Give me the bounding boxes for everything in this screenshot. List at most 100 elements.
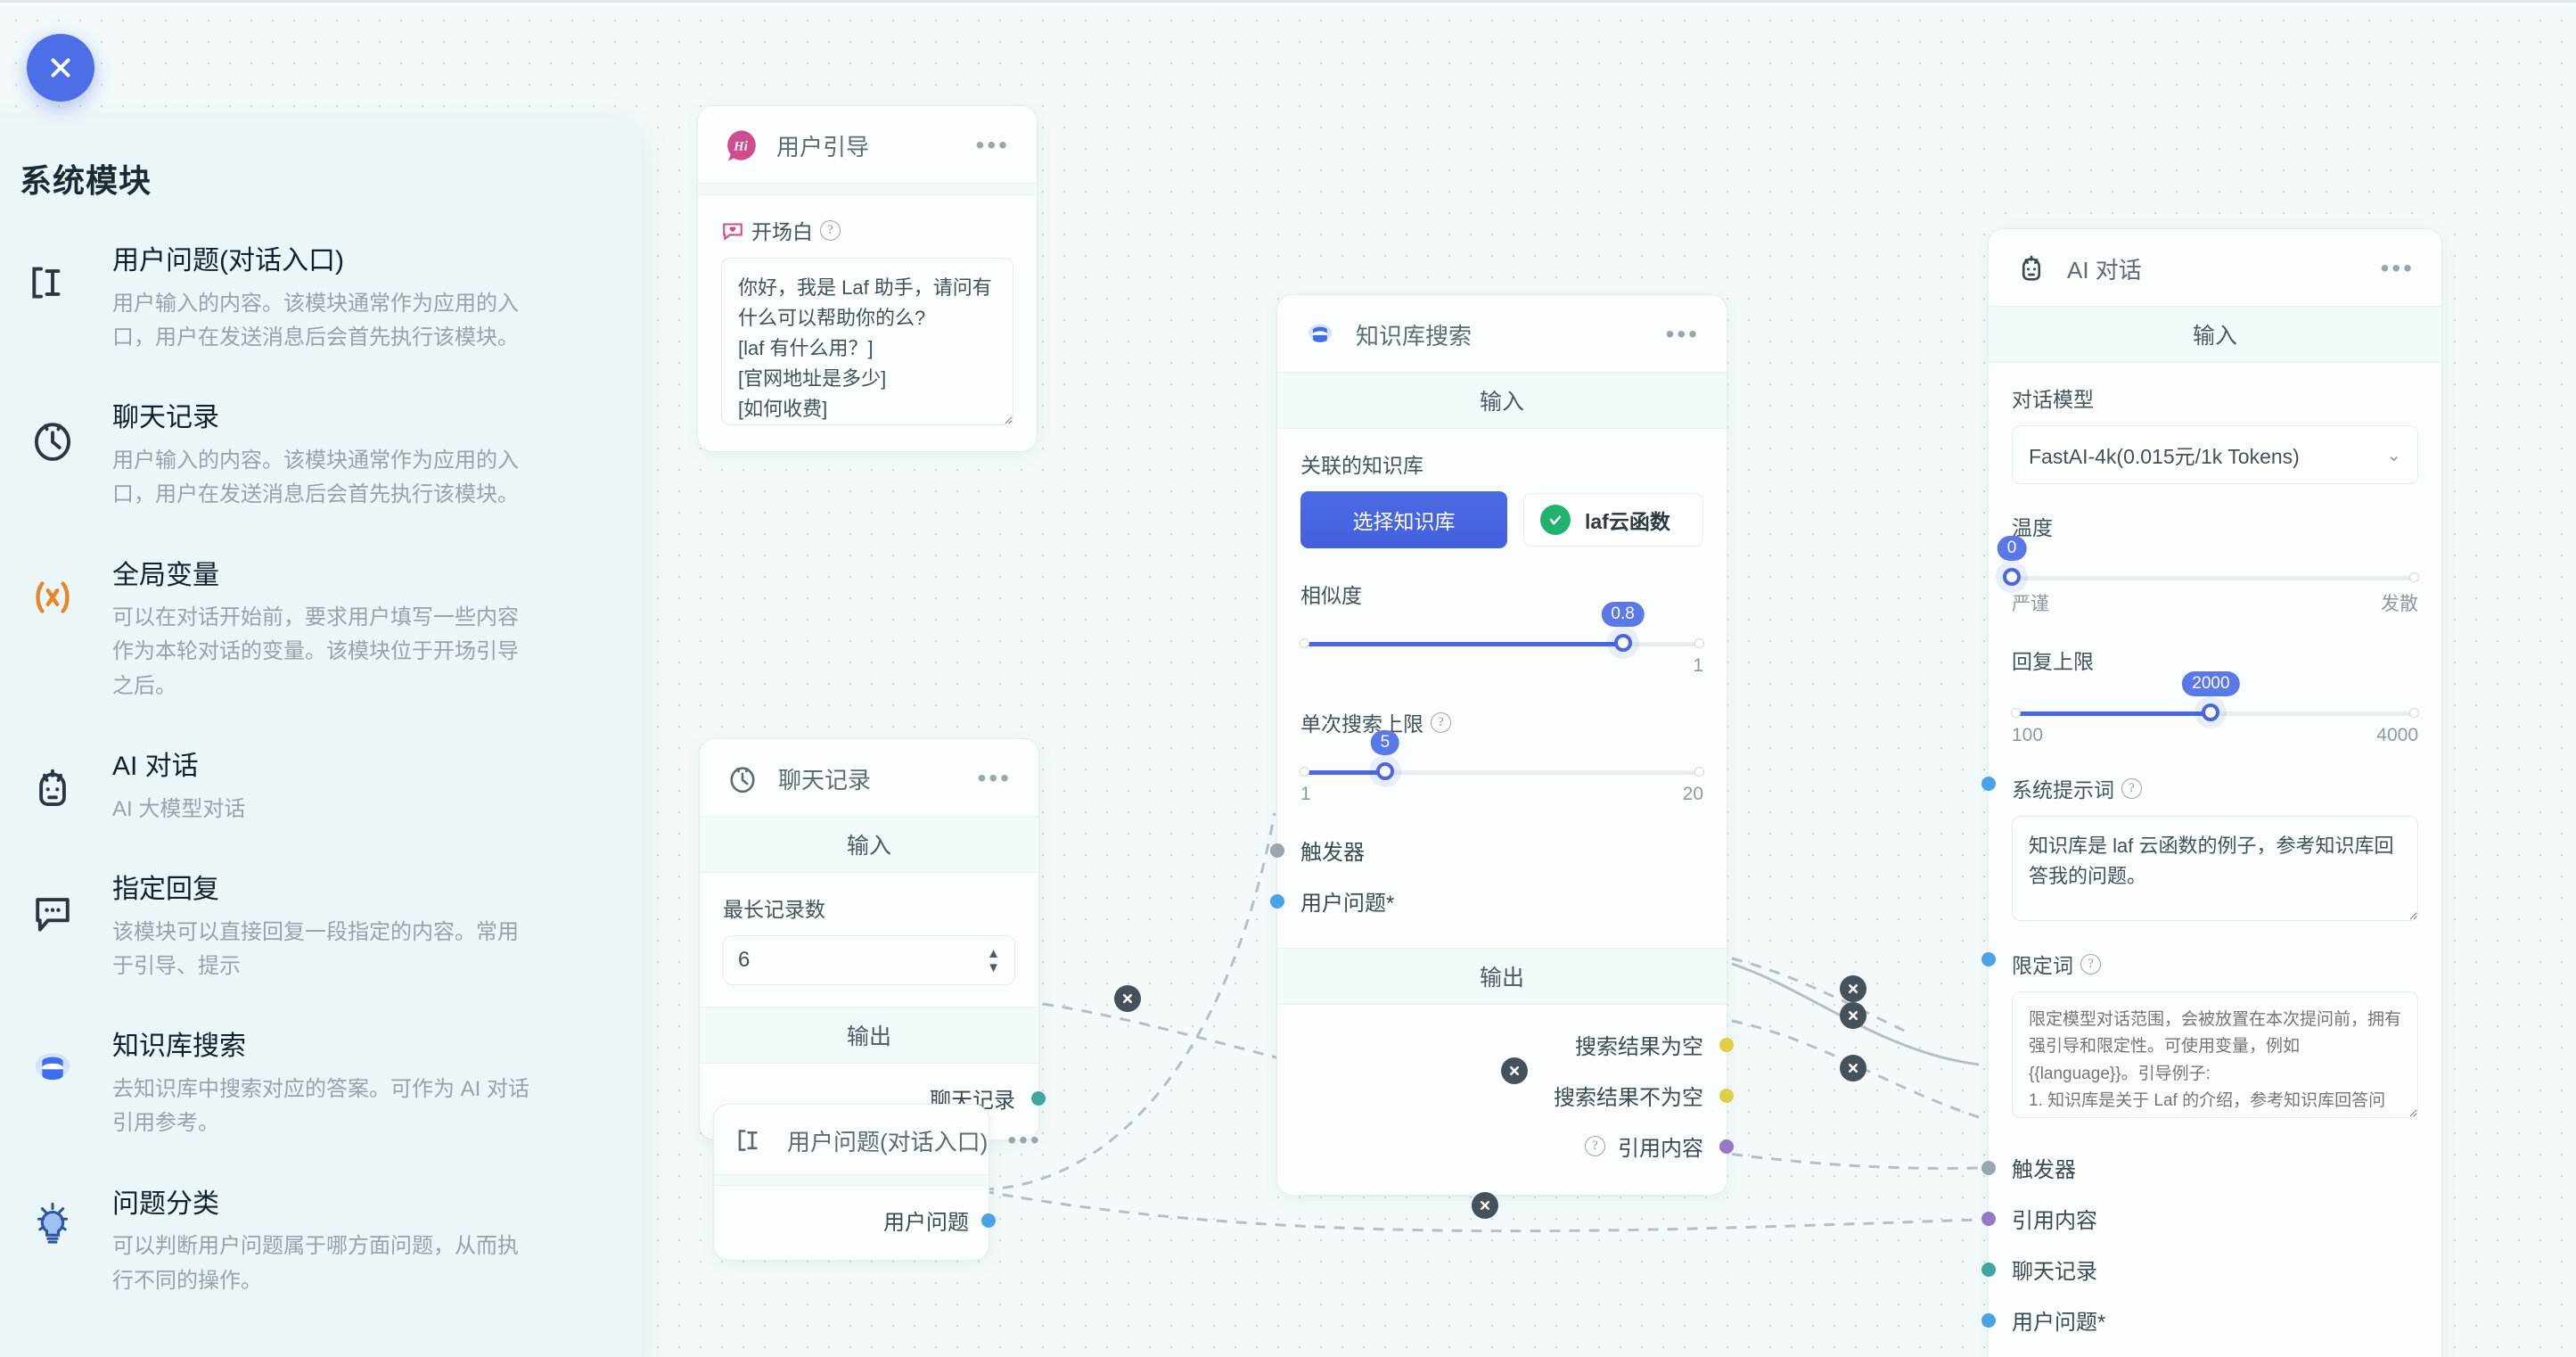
node-header[interactable]: Hi 用户引导 ••• (698, 106, 1037, 183)
port-dot[interactable] (1981, 777, 1996, 791)
node-user-question[interactable]: 用户问题(对话入口) ••• 用户问题 (713, 1104, 1039, 1261)
slider-value-bubble: 0 (1997, 536, 2027, 561)
port-dot[interactable] (1981, 1160, 1996, 1175)
node-menu-button[interactable]: ••• (977, 764, 1012, 792)
output-band: 输出 (700, 1007, 1038, 1064)
input-port-trigger[interactable]: 触发器 (1981, 1142, 2418, 1193)
edge-delete-button[interactable] (1840, 975, 1866, 1002)
slider-fill (1300, 642, 1623, 646)
node-header[interactable]: 用户问题(对话入口) ••• (714, 1105, 1039, 1174)
sidebar-item-kb-search[interactable]: 知识库搜索 去知识库中搜索对应的答案。可作为 AI 对话引用参考。 (20, 1026, 588, 1140)
port-dot[interactable] (1719, 1088, 1734, 1103)
sidebar-item-specified-reply[interactable]: 指定回复 该模块可以直接回复一段指定的内容。常用于引导、提示 (20, 869, 588, 983)
qualifier-textarea[interactable] (2012, 991, 2418, 1118)
sidebar-item-title: 聊天记录 (112, 403, 219, 433)
temperature-slider[interactable]: 0 (1997, 536, 2419, 586)
node-kb-search[interactable]: 知识库搜索 ••• 输入 关联的知识库 选择知识库 laf云函数 相似度 0.8… (1270, 294, 1734, 1196)
slider-handle[interactable] (1375, 762, 1394, 780)
port-dot[interactable] (1270, 893, 1284, 909)
close-panel-button[interactable] (27, 34, 94, 102)
node-chat-history[interactable]: 聊天记录 ••• 输入 最长记录数 6 ▲▼ 输出 聊天记录 (699, 738, 1046, 1140)
output-port-user-question[interactable]: 用户问题 (734, 1195, 996, 1246)
slider-end-cap (1694, 638, 1704, 648)
input-port-trigger[interactable]: 触发器 (1270, 825, 1703, 876)
node-menu-button[interactable]: ••• (1665, 320, 1700, 348)
help-icon[interactable]: ? (820, 219, 841, 241)
max-tokens-label: 回复上限 (2012, 650, 2094, 673)
port-dot[interactable] (1981, 952, 1996, 966)
node-menu-button[interactable]: ••• (2380, 254, 2415, 282)
similarity-label: 相似度 (1300, 584, 1362, 607)
max-records-value: 6 (738, 948, 751, 972)
max-records-label: 最长记录数 (723, 898, 825, 921)
edge-delete-button[interactable] (1501, 1057, 1528, 1084)
system-prompt-textarea[interactable] (2012, 816, 2418, 921)
input-port-user-question[interactable]: 用户问题* (1270, 876, 1703, 926)
model-select[interactable]: FastAI-4k(0.015元/1k Tokens) ⌄ (2012, 425, 2418, 484)
edge-delete-button[interactable] (1840, 1055, 1866, 1081)
slider-handle[interactable] (1613, 634, 1632, 652)
slider-handle[interactable] (2003, 568, 2021, 586)
opening-field-label: 开场白 ? (721, 215, 1013, 245)
sidebar-item-desc: 该模块可以直接回复一段指定的内容。常用于引导、提示 (112, 919, 519, 979)
max-records-input[interactable]: 6 ▲▼ (723, 935, 1015, 985)
node-menu-button[interactable]: ••• (975, 131, 1010, 159)
slider-fill (2012, 711, 2211, 716)
node-user-guide[interactable]: Hi 用户引导 ••• 开场白 ? (697, 105, 1038, 452)
slider-end-cap (1694, 767, 1704, 777)
sidebar-item-user-question[interactable]: 用户问题(对话入口) 用户输入的内容。该模块通常作为应用的入口，用户在发送消息后… (20, 241, 588, 355)
kb-chip-laf[interactable]: laf云函数 (1523, 493, 1703, 547)
opening-message-textarea[interactable] (721, 258, 1013, 425)
port-dot[interactable] (1031, 1090, 1046, 1106)
robot-icon (20, 755, 86, 821)
input-port-user-question[interactable]: 用户问题* (1981, 1295, 2418, 1345)
node-divider-band (698, 183, 1037, 195)
edge-delete-button[interactable] (1472, 1192, 1498, 1219)
node-header[interactable]: 知识库搜索 ••• (1277, 295, 1727, 372)
output-port-nonempty-result[interactable]: 搜索结果不为空 (1300, 1070, 1734, 1121)
node-header[interactable]: AI 对话 ••• (1989, 229, 2441, 306)
search-limit-slider[interactable]: 5 (1300, 730, 1704, 780)
sidebar-item-global-variable[interactable]: 全局变量 可以在对话开始前，要求用户填写一些内容作为本轮对话的变量。该模块位于开… (20, 555, 588, 704)
edge-delete-button[interactable] (1840, 1002, 1866, 1029)
port-dot[interactable] (1270, 843, 1284, 858)
help-icon[interactable]: ? (1431, 711, 1451, 733)
select-kb-button[interactable]: 选择知识库 (1300, 491, 1507, 548)
text-cursor-icon (20, 250, 86, 316)
sidebar-item-title: 指定回复 (112, 875, 219, 905)
help-icon[interactable]: ? (2080, 953, 2101, 975)
input-port-chat-history[interactable]: 聊天记录 (1981, 1244, 2418, 1295)
lightbulb-icon (20, 1193, 86, 1259)
port-dot[interactable] (1719, 1139, 1734, 1154)
input-port-quote-content[interactable]: 引用内容 (1981, 1193, 2418, 1244)
node-title: 知识库搜索 (1356, 322, 1473, 350)
node-menu-button[interactable]: ••• (1007, 1126, 1042, 1154)
node-header[interactable]: 聊天记录 ••• (700, 739, 1038, 816)
edge-delete-button[interactable] (1114, 985, 1141, 1012)
output-port-empty-result[interactable]: 搜索结果为空 (1300, 1019, 1734, 1070)
sidebar-item-ai-chat[interactable]: AI 对话 AI 大模型对话 (20, 746, 588, 827)
port-dot[interactable] (981, 1213, 996, 1228)
port-dot[interactable] (1981, 1312, 1996, 1328)
variable-x-icon (20, 564, 86, 630)
sidebar-item-desc: 可以在对话开始前，要求用户填写一些内容作为本轮对话的变量。该模块位于开场引导之后… (112, 605, 519, 698)
help-icon[interactable]: ? (1585, 1136, 1605, 1156)
slider-start-cap (1300, 767, 1309, 777)
sidebar-item-title: 用户问题(对话入口) (112, 246, 344, 276)
sidebar-item-chat-history[interactable]: 聊天记录 用户输入的内容。该模块通常作为应用的入口，用户在发送消息后会首先执行该… (20, 398, 588, 512)
stepper-down-icon: ▼ (987, 959, 1000, 975)
help-icon[interactable]: ? (2121, 777, 2142, 799)
sidebar-item-question-classify[interactable]: 问题分类 可以判断用户问题属于哪方面问题，从而执行不同的操作。 (20, 1184, 588, 1298)
port-dot[interactable] (1981, 1211, 1996, 1226)
max-tokens-slider[interactable]: 2000 (2011, 671, 2419, 721)
chat-bubble-icon (20, 878, 86, 944)
similarity-slider[interactable]: 0.8 (1300, 602, 1704, 652)
search-limit-range: 1 20 (1300, 784, 1703, 804)
slider-handle[interactable] (2202, 703, 2220, 721)
port-dot[interactable] (1719, 1037, 1734, 1052)
node-ai-chat[interactable]: AI 对话 ••• 输入 对话模型 FastAI-4k(0.015元/1k To… (1981, 228, 2442, 1357)
stepper[interactable]: ▲▼ (987, 947, 1000, 975)
sidebar-item-title: 知识库搜索 (112, 1032, 246, 1062)
port-dot[interactable] (1981, 1262, 1996, 1277)
output-port-quote-content[interactable]: ? 引用内容 (1300, 1121, 1734, 1172)
